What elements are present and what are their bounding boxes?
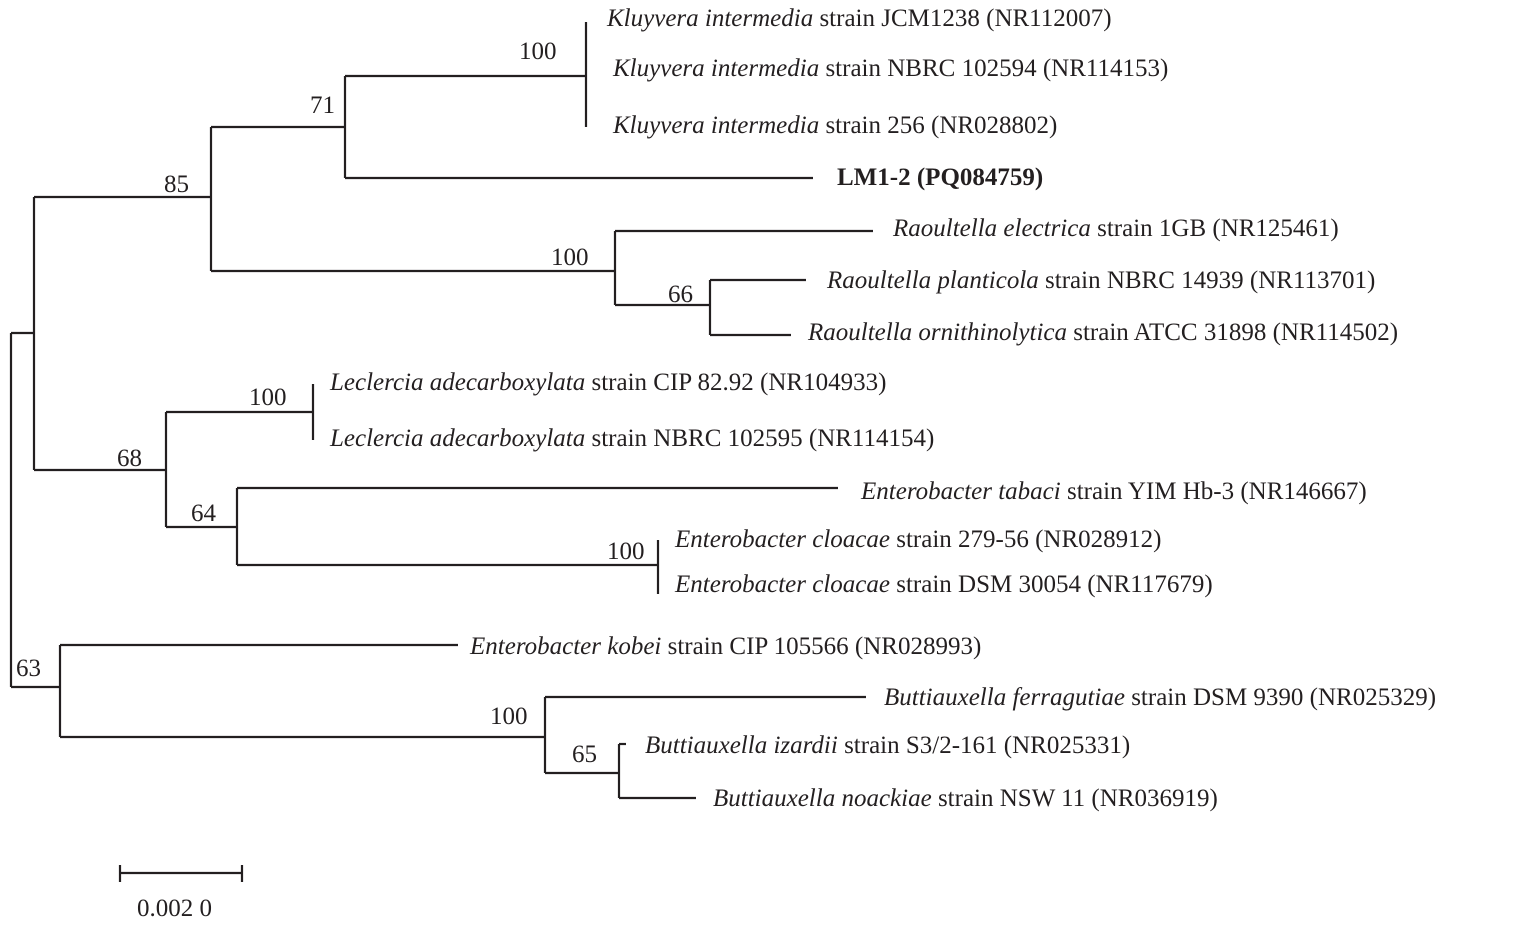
taxon-label: Raoultella planticola strain NBRC 14939 …: [827, 268, 1375, 293]
taxon-label: Leclercia adecarboxylata strain CIP 82.9…: [330, 370, 886, 395]
scale-bar: [118, 865, 244, 882]
scale-bar-label: 0.002 0: [137, 895, 212, 922]
taxon-label: Raoultella electrica strain 1GB (NR12546…: [893, 216, 1339, 241]
strain-info: strain 1GB (NR125461): [1090, 215, 1339, 242]
bootstrap-value: 100: [607, 538, 645, 565]
strain-info: strain YIM Hb-3 (NR146667): [1060, 478, 1367, 505]
strain-info: strain 279-56 (NR028912): [889, 526, 1162, 553]
bootstrap-value: 100: [490, 703, 528, 730]
strain-info: strain JCM1238 (NR112007): [813, 5, 1112, 32]
taxon-label: Buttiauxella izardii strain S3/2-161 (NR…: [645, 733, 1130, 758]
taxon-label: Enterobacter cloacae strain DSM 30054 (N…: [675, 572, 1213, 597]
query-taxon-label: LM1-2 (PQ084759): [837, 165, 1043, 190]
bootstrap-value: 65: [572, 741, 597, 768]
taxon-label: Leclercia adecarboxylata strain NBRC 102…: [330, 426, 934, 451]
species-name: Enterobacter cloacae: [675, 571, 890, 598]
species-name: Raoultella ornithinolytica: [808, 319, 1067, 346]
species-name: Enterobacter tabaci: [861, 478, 1061, 505]
taxon-label: Raoultella ornithinolytica strain ATCC 3…: [808, 320, 1398, 345]
species-name: Kluyvera intermedia: [607, 5, 814, 32]
taxon-label: Buttiauxella noackiae strain NSW 11 (NR0…: [713, 786, 1218, 811]
taxon-label: Kluyvera intermedia strain JCM1238 (NR11…: [607, 6, 1112, 31]
strain-info: LM1-2 (PQ084759): [837, 164, 1044, 191]
bootstrap-value: 100: [551, 244, 589, 271]
strain-info: strain 256 (NR028802): [819, 112, 1058, 139]
species-name: Raoultella electrica: [893, 215, 1091, 242]
species-name: Buttiauxella noackiae: [713, 785, 932, 812]
species-name: Leclercia adecarboxylata: [330, 425, 586, 452]
bootstrap-value: 64: [191, 500, 216, 527]
species-name: Kluyvera intermedia: [613, 55, 820, 82]
taxon-label: Enterobacter kobei strain CIP 105566 (NR…: [470, 634, 981, 659]
strain-info: strain DSM 9390 (NR025329): [1124, 684, 1437, 711]
taxon-label: Kluyvera intermedia strain 256 (NR028802…: [613, 113, 1057, 138]
bootstrap-value: 71: [310, 92, 335, 119]
strain-info: strain CIP 105566 (NR028993): [661, 633, 982, 660]
taxon-label: Kluyvera intermedia strain NBRC 102594 (…: [613, 56, 1168, 81]
taxon-label: Enterobacter cloacae strain 279-56 (NR02…: [675, 527, 1161, 552]
species-name: Raoultella planticola: [827, 267, 1039, 294]
strain-info: strain NBRC 102594 (NR114153): [819, 55, 1169, 82]
strain-info: strain NBRC 14939 (NR113701): [1038, 267, 1376, 294]
strain-info: strain NSW 11 (NR036919): [931, 785, 1218, 812]
strain-info: strain NBRC 102595 (NR114154): [585, 425, 935, 452]
species-name: Buttiauxella izardii: [645, 732, 838, 759]
taxon-label: Buttiauxella ferragutiae strain DSM 9390…: [884, 685, 1436, 710]
bootstrap-value: 85: [164, 171, 189, 198]
bootstrap-value: 100: [519, 38, 557, 65]
species-name: Enterobacter kobei: [470, 633, 662, 660]
strain-info: strain DSM 30054 (NR117679): [889, 571, 1213, 598]
bootstrap-value: 100: [249, 384, 287, 411]
strain-info: strain S3/2-161 (NR025331): [837, 732, 1131, 759]
bootstrap-value: 63: [16, 655, 41, 682]
species-name: Kluyvera intermedia: [613, 112, 820, 139]
species-name: Enterobacter cloacae: [675, 526, 890, 553]
species-name: Leclercia adecarboxylata: [330, 369, 586, 396]
bootstrap-value: 66: [668, 281, 693, 308]
strain-info: strain ATCC 31898 (NR114502): [1067, 319, 1399, 346]
taxon-label: Enterobacter tabaci strain YIM Hb-3 (NR1…: [861, 479, 1367, 504]
species-name: Buttiauxella ferragutiae: [884, 684, 1125, 711]
strain-info: strain CIP 82.92 (NR104933): [585, 369, 887, 396]
bootstrap-value: 68: [117, 445, 142, 472]
